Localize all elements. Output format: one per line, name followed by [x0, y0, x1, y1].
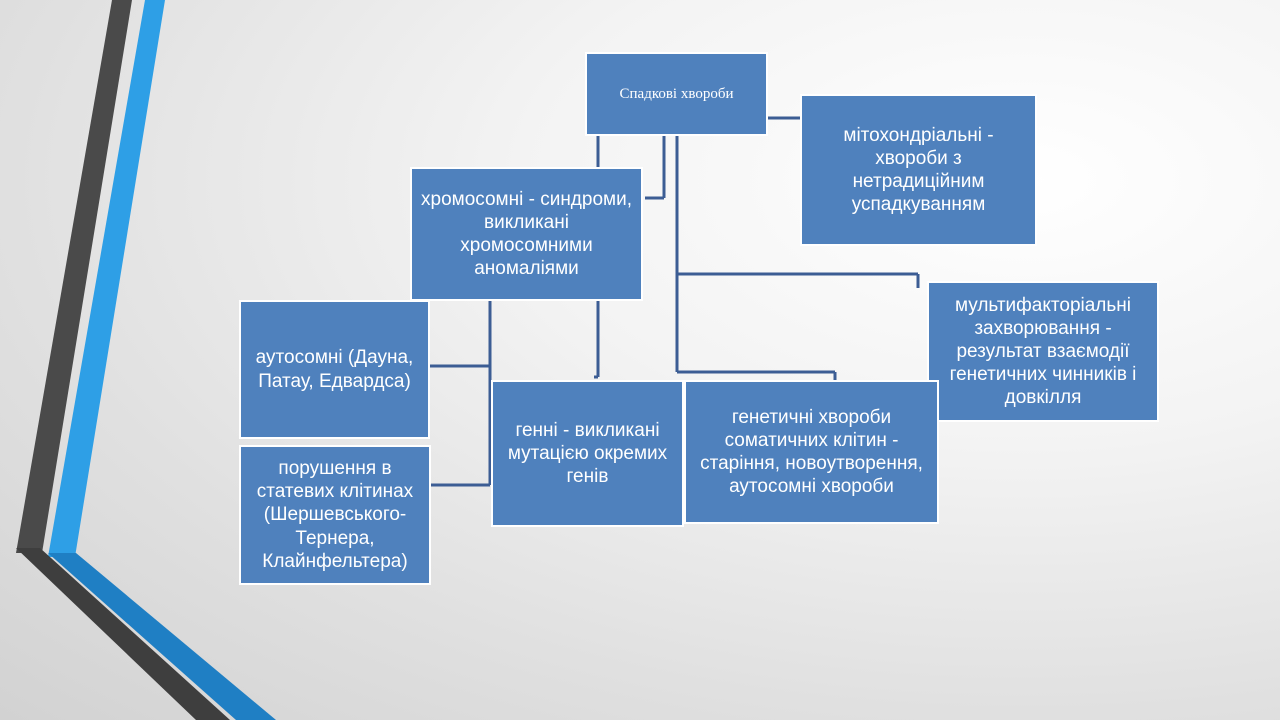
decor-dark-lower	[16, 548, 230, 720]
node-hereditary-diseases: Спадкові хвороби	[585, 52, 768, 136]
node-sex-cells: порушення в статевих клітинах (Шершевськ…	[239, 445, 431, 585]
node-mitochondrial: мітохондріальні - хвороби з нетрадиційни…	[800, 94, 1037, 246]
node-sex-cells-label: порушення в статевих клітинах (Шершевськ…	[256, 458, 414, 572]
decor-blue-stripe	[48, 0, 165, 557]
decor-blue-lower	[48, 553, 276, 720]
node-somatic-label: генетичні хвороби соматичних клітин - ст…	[700, 406, 923, 498]
node-chromosomal-label: хромосомні - синдроми, викликані хромосо…	[421, 188, 632, 280]
node-mitochondrial-label: мітохондріальні - хвороби з нетрадиційни…	[843, 124, 994, 216]
node-hereditary-diseases-label: Спадкові хвороби	[619, 85, 734, 102]
node-autosomal-label: аутосомні (Дауна, Патау, Едвардса)	[255, 347, 414, 392]
node-multifactorial-label: мультифакторіальні захворювання - резуль…	[949, 294, 1137, 409]
node-gene: генні - викликані мутацією окремих генів	[491, 380, 684, 527]
node-somatic: генетичні хвороби соматичних клітин - ст…	[684, 380, 939, 524]
node-chromosomal: хромосомні - синдроми, викликані хромосо…	[410, 167, 643, 301]
node-multifactorial: мультифакторіальні захворювання - резуль…	[927, 281, 1159, 422]
decor-dark-stripe	[16, 0, 132, 553]
node-autosomal: аутосомні (Дауна, Патау, Едвардса)	[239, 300, 430, 439]
node-gene-label: генні - викликані мутацією окремих генів	[507, 419, 668, 488]
